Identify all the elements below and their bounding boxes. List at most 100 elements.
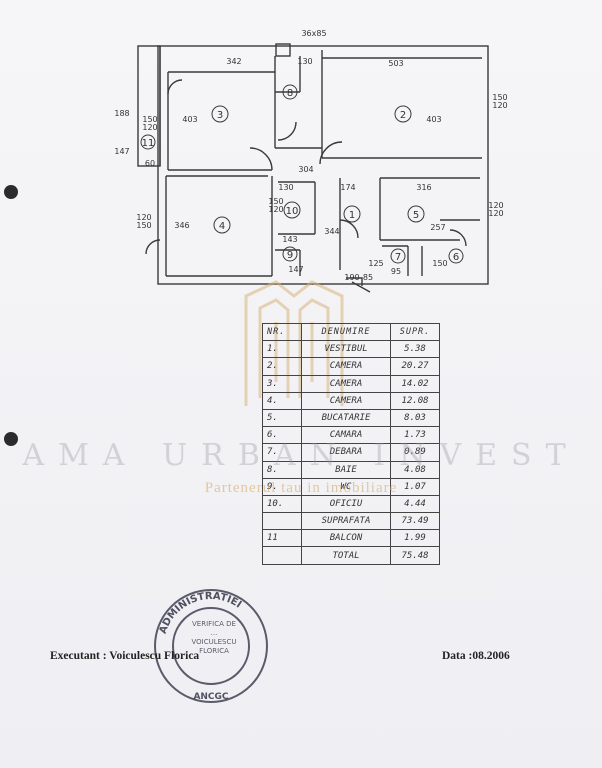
dimension-label: 342 <box>226 57 241 66</box>
watermark-title: AMA URBAN INVEST <box>22 438 580 473</box>
dimension-label: 120 <box>142 123 157 132</box>
dimension-label: 120 <box>492 101 507 110</box>
dimension-label: 316 <box>416 183 431 192</box>
watermark-subtitle: Partenerul tau in imobiliare <box>204 480 398 496</box>
dimension-label: 503 <box>388 59 403 68</box>
row-suprafata: 73.49 <box>390 512 440 531</box>
dimension-label: 344 <box>324 227 339 236</box>
dimension-label: 403 <box>426 115 441 124</box>
room-number: 4 <box>219 221 225 232</box>
dimension-label: 125 <box>368 259 383 268</box>
dimension-label: 95 <box>391 267 401 276</box>
col-supr-header: SUPR. <box>390 322 440 342</box>
room-number: 1 <box>349 210 355 221</box>
dimension-label: 150 <box>142 115 157 124</box>
dimension-label: 257 <box>430 223 445 232</box>
col-denumire-header: DENUMIRE <box>301 322 391 342</box>
dimension-label: 120 <box>488 209 503 218</box>
floor-plan-drawing: 1 2 3 4 5 6 7 8 9 10 11 36x85 342 130 50… <box>114 29 508 293</box>
dimension-label: 143 <box>282 235 297 244</box>
row-denumire: BUCATARIE <box>301 408 391 428</box>
table-header-row: NR. DENUMIRE SUPR. <box>262 322 440 342</box>
row-nr: 1. <box>262 340 302 359</box>
row-denumire: CAMERA <box>301 357 391 376</box>
row-suprafata: 1.99 <box>390 529 440 548</box>
row-nr <box>262 546 302 565</box>
col-nr-header: NR. <box>262 322 302 342</box>
row-denumire: SUPRAFATA <box>301 512 391 531</box>
date-label: Data :08.2006 <box>442 650 510 662</box>
stamp-bottom-text: ANCGC <box>193 692 228 702</box>
stamp-inner-text: VERIFICA DE ... VOICULESCU FLORICA <box>191 620 237 655</box>
punch-hole <box>4 185 18 199</box>
dimension-label: 190 <box>344 273 359 282</box>
row-suprafata: 12.08 <box>390 391 440 410</box>
room-number: 11 <box>142 138 155 149</box>
row-denumire: OFICIU <box>301 494 391 514</box>
row-denumire: TOTAL <box>301 546 391 565</box>
row-suprafata: 8.03 <box>390 408 440 428</box>
floor-plan: 1 2 3 4 5 6 7 8 9 10 11 36x85 342 130 50… <box>100 29 520 300</box>
dimension-label: 130 <box>278 183 293 192</box>
row-nr: 4. <box>262 391 302 410</box>
row-suprafata: 5.38 <box>390 340 440 359</box>
dimension-label: 120 <box>136 213 151 222</box>
room-number: 8 <box>287 88 293 99</box>
row-nr <box>262 512 302 531</box>
room-number: 10 <box>286 206 299 217</box>
row-nr: 3. <box>262 374 302 393</box>
dimension-label: 174 <box>340 183 355 192</box>
stamp-seal: ADMINISTRATIEI ANCGC <box>154 589 268 703</box>
dimension-label: 120 <box>268 205 283 214</box>
room-number: 6 <box>453 252 459 263</box>
dimension-label: 150 <box>136 221 151 230</box>
dimension-label: 120 <box>488 201 503 210</box>
row-suprafata: 75.48 <box>390 546 440 565</box>
row-denumire: CAMERA <box>301 391 391 410</box>
row-denumire: VESTIBUL <box>301 340 391 359</box>
punch-hole <box>4 432 18 446</box>
room-number: 3 <box>217 110 223 121</box>
row-nr: 2. <box>262 357 302 376</box>
dimension-label: 346 <box>174 221 189 230</box>
dimension-label: 36x85 <box>301 30 326 38</box>
row-denumire: CAMERA <box>301 374 391 393</box>
row-nr: 11 <box>262 529 302 548</box>
room-number: 5 <box>413 210 419 221</box>
room-number: 7 <box>395 252 401 263</box>
row-suprafata: 20.27 <box>390 357 440 376</box>
room-number: 9 <box>287 250 293 261</box>
row-nr: 10. <box>262 494 302 514</box>
dimension-label: 403 <box>182 115 197 124</box>
dimension-label: 85 <box>363 273 373 282</box>
official-stamp: ADMINISTRATIEI ANCGC VERIFICA DE ... VOI… <box>150 586 272 706</box>
row-denumire: BALCON <box>301 529 391 548</box>
row-suprafata: 4.44 <box>390 494 440 514</box>
dimension-label: 60 <box>145 159 155 168</box>
dimension-label: 150 <box>492 93 507 102</box>
row-suprafata: 14.02 <box>390 374 440 393</box>
dimension-label: 150 <box>432 259 447 268</box>
dimension-label: 130 <box>297 57 312 66</box>
dimension-label: 150 <box>268 197 283 206</box>
executant-label: Executant : Voiculescu Florica <box>50 650 200 662</box>
dimension-label: 147 <box>114 147 129 156</box>
room-number: 2 <box>400 110 406 121</box>
dimension-label: 188 <box>114 109 129 118</box>
dimension-label: 147 <box>288 265 303 274</box>
dimension-label: 304 <box>298 165 313 174</box>
row-nr: 5. <box>262 408 302 428</box>
